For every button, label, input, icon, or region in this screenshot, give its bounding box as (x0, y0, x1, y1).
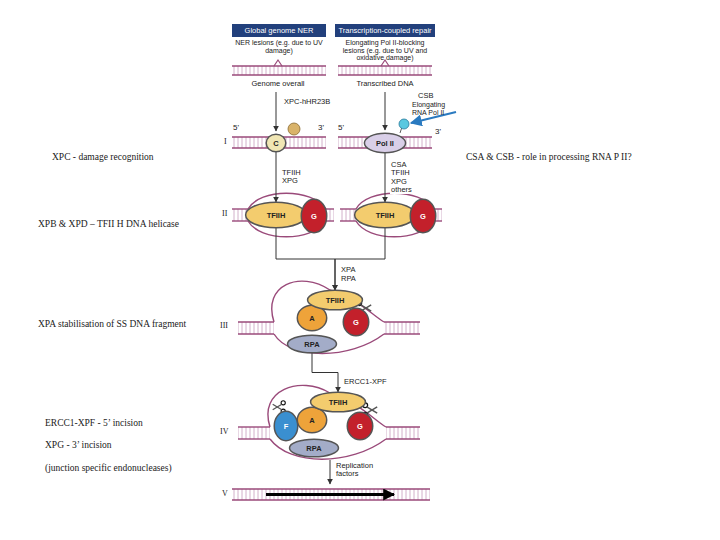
text-label: CSB (418, 92, 433, 100)
text-label: III (220, 322, 228, 331)
edge-label: XPA RPA (340, 266, 366, 283)
node-text: RPA (304, 340, 319, 349)
connector-arrow (385, 153, 386, 202)
node-text: A (309, 314, 314, 323)
connector-arrow (312, 353, 338, 392)
node-text: Pol II (376, 139, 394, 148)
node-text: G (353, 318, 359, 327)
protein-shape: TFIIH (307, 290, 363, 310)
protein-shape: Pol II (364, 133, 406, 153)
node-text: C (273, 139, 278, 148)
text-label: XPG - 3’ incision (45, 440, 112, 450)
edge-label: CSA TFIIH XPG others (390, 161, 424, 194)
connector-arrow (335, 228, 385, 290)
protein-shape: G (347, 412, 373, 440)
node-text: TFIIH (376, 211, 395, 220)
connector-arrow (276, 152, 277, 202)
text-label: IV (220, 428, 228, 437)
text-label: Replication factors (336, 462, 382, 479)
node-text: G (357, 422, 363, 431)
node-text: G (420, 212, 426, 221)
edge-label: TFIIH XPG (281, 169, 311, 186)
node-text: G (311, 212, 317, 221)
protein-shape: RPA (289, 439, 339, 457)
text-label: 5' (338, 124, 344, 133)
node-text: TFIIH (329, 398, 348, 407)
text-label: Transcribed DNA (345, 80, 425, 88)
text-label: Genome overall (240, 80, 316, 88)
node-text: TFIIH (326, 296, 345, 305)
node-text: TFIIH (267, 211, 286, 220)
protein-shape: C (266, 134, 286, 152)
protein-shape: TFIIH (354, 202, 416, 228)
text-label: 5' (233, 124, 239, 133)
text-label: XPB & XPD – TFII H DNA helicase (38, 219, 179, 229)
text-label: (junction specific endonucleases) (45, 463, 172, 473)
node-text: A (309, 416, 314, 425)
protein-shape: G (343, 308, 369, 336)
edge-label: ERCC1-XPF (343, 378, 405, 386)
protein-shape: TFIIH (245, 202, 307, 228)
text-label: 3' (318, 124, 324, 133)
text-label: I (224, 138, 227, 147)
protein-shape: G (301, 199, 327, 233)
text-label: V (222, 490, 228, 499)
text-label: Elongating Pol II-blocking lesions (e.g.… (335, 39, 435, 62)
protein-shape: TFIIH (310, 392, 366, 412)
header-band: Global genome NER (232, 24, 326, 37)
node-text: Global genome NER (245, 26, 314, 35)
protein-shape: RPA (287, 335, 337, 353)
connector-arrow (276, 228, 335, 290)
node-text: RPA (306, 444, 321, 453)
node-text: F (284, 422, 289, 431)
text-label: CSA & CSB - role in processing RNA P II? (466, 152, 632, 162)
text-label: XPC-hHR23B (284, 98, 330, 106)
text-label: ERCC1-XPF - 5’ incision (45, 418, 143, 428)
node-text: Transcription-coupled repair (338, 26, 431, 35)
text-label: XPC - damage recognition (52, 152, 154, 162)
header-band: Transcription-coupled repair (335, 24, 435, 37)
text-label: 3' (435, 128, 441, 137)
text-label: Elongating RNA Pol II (412, 101, 456, 116)
text-label: II (222, 210, 227, 219)
text-label: XPA stabilisation of SS DNA fragment (38, 319, 186, 329)
protein-shape: A (297, 407, 327, 433)
protein-shape: F (274, 411, 298, 441)
protein-shape: G (410, 199, 436, 233)
text-label: NER lesions (e.g. due to UV damage) (232, 39, 326, 54)
